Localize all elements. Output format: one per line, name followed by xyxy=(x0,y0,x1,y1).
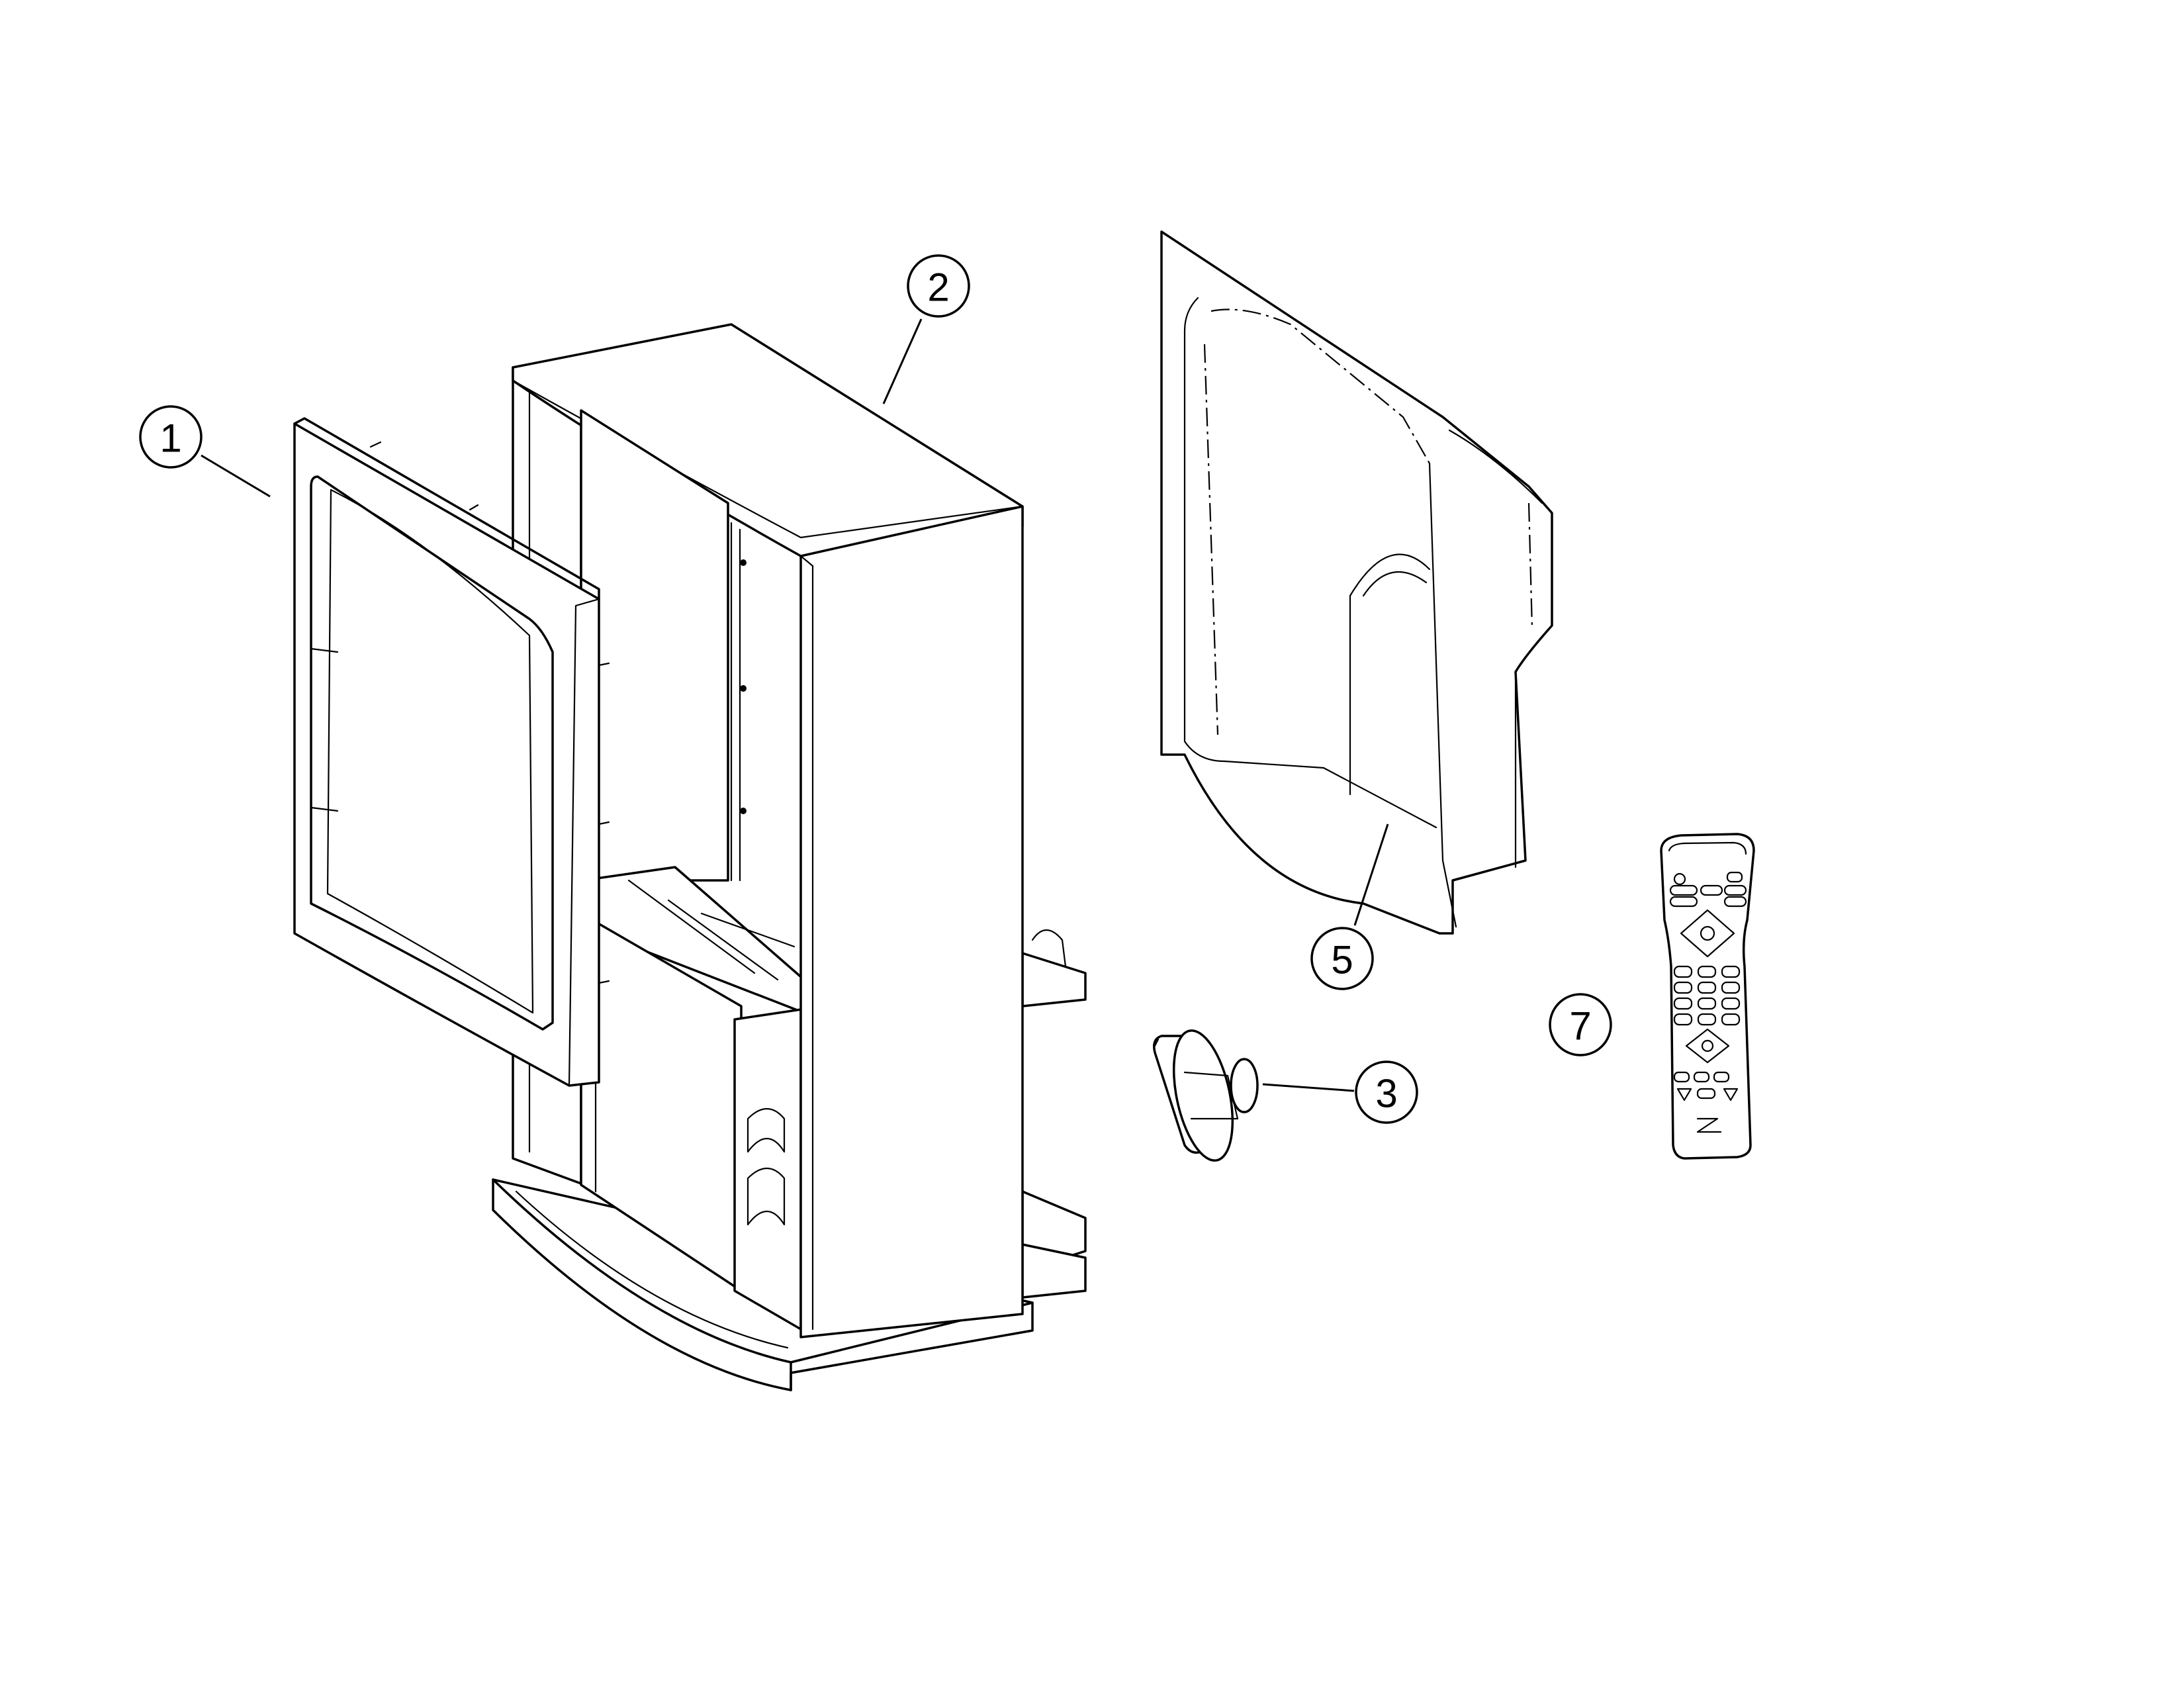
leader-line-1 xyxy=(201,454,271,498)
callout-1: 1 xyxy=(139,405,203,469)
front-frame-part xyxy=(293,417,610,1087)
callout-label-5: 5 xyxy=(1331,938,1353,982)
leader-line-2 xyxy=(882,318,923,404)
callout-label-2: 2 xyxy=(927,265,949,310)
callout-label-7: 7 xyxy=(1569,1004,1591,1049)
callout-label-1: 1 xyxy=(159,416,181,461)
leader-line-3 xyxy=(1262,1083,1355,1092)
callout-label-3: 3 xyxy=(1375,1072,1397,1116)
callout-3: 3 xyxy=(1355,1060,1418,1124)
remote-part xyxy=(1660,833,1755,1160)
back-cover-part xyxy=(1160,230,1553,935)
callout-5: 5 xyxy=(1310,927,1374,990)
callout-2: 2 xyxy=(907,254,970,318)
speaker-part xyxy=(1153,1029,1259,1162)
callout-7: 7 xyxy=(1549,993,1612,1056)
leader-line-5 xyxy=(1353,823,1389,926)
